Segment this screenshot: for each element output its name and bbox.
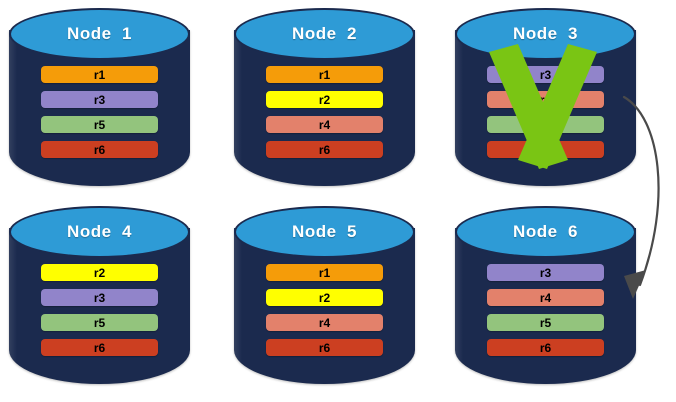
cylinder-top [234, 206, 415, 258]
record-list: r3 r4 r5 r6 [487, 66, 604, 158]
record-bar[interactable]: r6 [41, 141, 158, 158]
record-bar[interactable]: r1 [266, 264, 383, 281]
record-bar[interactable]: r1 [266, 66, 383, 83]
record-bar[interactable]: r6 [266, 339, 383, 356]
record-list: r1 r3 r5 r6 [41, 66, 158, 158]
record-bar[interactable]: r4 [266, 116, 383, 133]
node-6[interactable]: Node 6 r3 r4 r5 r6 [455, 206, 636, 384]
record-bar[interactable]: r2 [41, 264, 158, 281]
node-1[interactable]: Node 1 r1 r3 r5 r6 [9, 8, 190, 186]
record-list: r3 r4 r5 r6 [487, 264, 604, 356]
cylinder-top [234, 8, 415, 60]
node-2[interactable]: Node 2 r1 r2 r4 r6 [234, 8, 415, 186]
record-bar[interactable]: r5 [41, 116, 158, 133]
cylinder-top [9, 8, 190, 60]
record-list: r1 r2 r4 r6 [266, 66, 383, 158]
record-bar[interactable]: r5 [487, 314, 604, 331]
record-bar[interactable]: r5 [487, 116, 604, 133]
record-bar[interactable]: r6 [487, 141, 604, 158]
record-bar[interactable]: r6 [41, 339, 158, 356]
cylinder-top [455, 8, 636, 60]
record-bar[interactable]: r5 [41, 314, 158, 331]
node-5[interactable]: Node 5 r1 r2 r4 r6 [234, 206, 415, 384]
record-bar[interactable]: r6 [487, 339, 604, 356]
record-bar[interactable]: r3 [487, 264, 604, 281]
record-bar[interactable]: r4 [487, 91, 604, 108]
cylinder-top [455, 206, 636, 258]
node-4[interactable]: Node 4 r2 r3 r5 r6 [9, 206, 190, 384]
record-bar[interactable]: r3 [41, 289, 158, 306]
cylinder-top [9, 206, 190, 258]
record-list: r2 r3 r5 r6 [41, 264, 158, 356]
node-3[interactable]: Node 3 r3 r4 r5 r6 [455, 8, 636, 186]
record-bar[interactable]: r2 [266, 289, 383, 306]
record-bar[interactable]: r6 [266, 141, 383, 158]
record-bar[interactable]: r1 [41, 66, 158, 83]
record-list: r1 r2 r4 r6 [266, 264, 383, 356]
record-bar[interactable]: r3 [487, 66, 604, 83]
record-bar[interactable]: r4 [487, 289, 604, 306]
record-bar[interactable]: r4 [266, 314, 383, 331]
record-bar[interactable]: r3 [41, 91, 158, 108]
record-bar[interactable]: r2 [266, 91, 383, 108]
